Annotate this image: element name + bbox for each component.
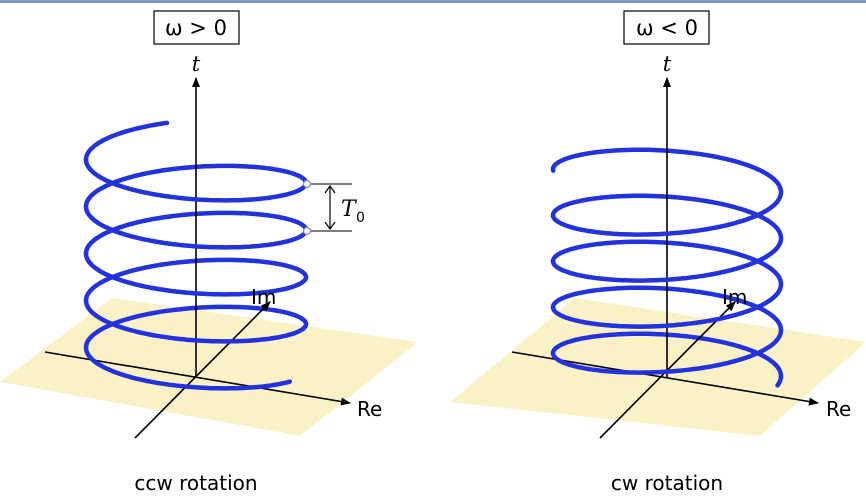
omega-condition-label: ω > 0: [165, 16, 227, 40]
helix-segment: [550, 285, 784, 333]
t-axis-label: t: [192, 52, 201, 76]
complex-plane: [0, 298, 418, 436]
helix-segment: [550, 188, 784, 237]
helix-segment: [83, 344, 293, 391]
t-axis-label: t: [663, 52, 672, 76]
helix-segment: [550, 235, 784, 283]
period-subscript: 0: [356, 210, 365, 226]
period-marker: T 0: [302, 179, 365, 236]
helix-segment: [550, 327, 784, 375]
helix-segment: [550, 147, 784, 194]
period-start-dot: [302, 179, 312, 189]
helix-segment: [83, 257, 309, 302]
helix-segment: [83, 297, 309, 344]
im-axis-label: Im: [251, 285, 276, 309]
helix-back-ccw: [83, 120, 309, 350]
helix-segment: [550, 281, 784, 329]
helix-segment: [83, 210, 309, 256]
caption-cw: cw rotation: [611, 471, 723, 495]
period-end-dot: [302, 226, 312, 236]
im-axis-label: Im: [722, 285, 747, 309]
omega-box-negative: [623, 10, 710, 45]
helix-segment: [550, 193, 784, 240]
helix-segment: [83, 304, 309, 350]
helix-segment: [83, 204, 309, 250]
period-label: T: [341, 197, 358, 222]
re-axis-label: Re: [826, 397, 851, 421]
im-axis: [134, 301, 271, 439]
helix-segment: [83, 156, 309, 203]
omega-condition-label: ω < 0: [636, 16, 698, 40]
omega-box-positive: [153, 10, 240, 45]
top-accent-bar: [0, 0, 866, 3]
panel-ccw: T 0 ω > 0 t Re Im ccw rotation: [0, 10, 418, 495]
helix-front-ccw: [83, 156, 309, 391]
complex-plane: [450, 298, 866, 436]
caption-ccw: ccw rotation: [134, 471, 257, 495]
helix-segment: [775, 373, 784, 388]
helix-front-cw: [550, 166, 784, 388]
helix-segment: [550, 239, 784, 286]
panel-cw: ω < 0 t Re Im cw rotation: [450, 10, 866, 495]
helix-segment: [83, 251, 309, 297]
re-axis-label: Re: [357, 397, 382, 421]
helix-segment: [83, 163, 309, 209]
helix-segment: [83, 120, 170, 162]
